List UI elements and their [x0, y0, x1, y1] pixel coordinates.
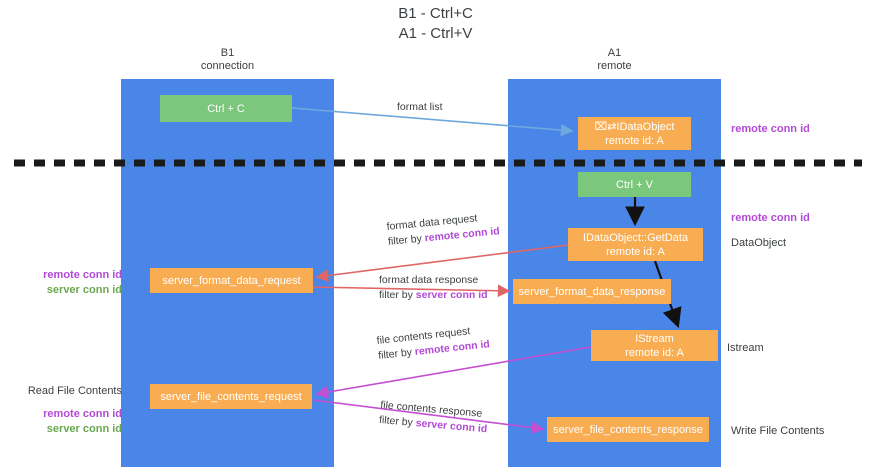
- title-line-2: A1 - Ctrl+V: [398, 25, 473, 42]
- filter-prefix: filter by: [379, 289, 416, 301]
- node-server-format-data-request[interactable]: server_format_data_request: [150, 268, 313, 293]
- filter-key: server conn id: [415, 289, 488, 301]
- lane-b1-sub: connection: [200, 60, 255, 72]
- node-server-file-contents-response[interactable]: server_file_contents_response: [547, 417, 709, 442]
- annotation-right-remote-conn-id-top: remote conn id: [731, 122, 810, 137]
- annotation-read-server-conn-id: server conn id: [46, 423, 122, 435]
- node-istream-label: IStream: [635, 332, 674, 345]
- annotation-right-istream: Istream: [727, 341, 764, 356]
- node-server-format-data-response[interactable]: server_format_data_response: [513, 279, 671, 304]
- node-getdata-label: IDataObject::GetData: [582, 231, 689, 244]
- edge-label-file-contents-response: file contents response filter by server …: [378, 398, 489, 437]
- annotation-left-conn-ids: remote conn id server conn id: [22, 268, 122, 298]
- node-server-file-contents-request-label: server_file_contents_request: [160, 390, 302, 403]
- page-title: B1 - Ctrl+C A1 - Ctrl+V: [0, 4, 871, 44]
- annotation-right-istream-text: Istream: [727, 342, 764, 354]
- node-ctrl-v-label: Ctrl + V: [616, 178, 653, 191]
- annotation-left-remote-conn-id: remote conn id: [43, 269, 122, 281]
- edge-label-format-data-response-text: format data response: [379, 274, 479, 286]
- annotation-right-remote-conn-id-top-text: remote conn id: [731, 123, 810, 135]
- edge-label-format-data-response: format data response filter by server co…: [379, 273, 488, 303]
- node-istream-sub: remote id: A: [625, 346, 684, 359]
- annotation-right-remote-conn-id-mid-text: remote conn id: [731, 212, 810, 224]
- annotation-right-dataobject: DataObject: [731, 236, 786, 251]
- node-ctrl-v[interactable]: Ctrl + V: [578, 172, 691, 197]
- edge-label-file-contents-request: file contents request filter by remote c…: [376, 322, 491, 364]
- lane-a1-sub: remote: [597, 60, 632, 72]
- annotation-right-write-file-contents-text: Write File Contents: [731, 425, 825, 437]
- title-line-1: B1 - Ctrl+C: [398, 5, 473, 22]
- edge-label-format-list: format list: [397, 100, 443, 115]
- node-server-file-contents-response-label: server_file_contents_response: [553, 423, 703, 436]
- lane-header-a1: A1 remote: [508, 47, 721, 73]
- node-istream[interactable]: IStream remote id: A: [591, 330, 718, 361]
- annotation-read-remote-conn-id: remote conn id: [43, 408, 122, 420]
- lane-header-b1: B1 connection: [121, 47, 334, 73]
- annotation-right-dataobject-text: DataObject: [731, 237, 787, 249]
- edge-label-format-list-text: format list: [397, 101, 443, 113]
- annotation-right-remote-conn-id-mid: remote conn id: [731, 211, 810, 226]
- annotation-right-write-file-contents: Write File Contents: [731, 424, 824, 439]
- filter-prefix: filter by: [377, 346, 416, 362]
- node-ctrl-c-label: Ctrl + C: [207, 102, 245, 115]
- node-getdata-sub: remote id: A: [606, 245, 665, 258]
- annotation-left-read-file-contents: Read File Contents remote conn id server…: [10, 384, 122, 437]
- lane-a1-name: A1: [607, 47, 622, 59]
- node-ctrl-c[interactable]: Ctrl + C: [160, 95, 292, 122]
- lane-b1-name: B1: [220, 47, 235, 59]
- node-idataobject[interactable]: ⌧⇄IDataObject remote id: A: [578, 117, 691, 150]
- node-server-format-data-request-label: server_format_data_request: [162, 274, 301, 287]
- node-idataobject-sub: remote id: A: [605, 134, 664, 147]
- node-idataobject-getdata[interactable]: IDataObject::GetData remote id: A: [568, 228, 703, 261]
- annotation-left-server-conn-id: server conn id: [46, 284, 122, 296]
- edge-label-format-data-response-filter: filter by server conn id: [379, 288, 488, 303]
- node-idataobject-label: ⌧⇄IDataObject: [594, 120, 675, 133]
- node-server-file-contents-request[interactable]: server_file_contents_request: [150, 384, 312, 409]
- node-server-format-data-response-label: server_format_data_response: [518, 285, 666, 298]
- filter-prefix: filter by: [378, 413, 417, 430]
- edge-label-format-data-request: format data request filter by remote con…: [386, 209, 500, 250]
- annotation-read-file-contents-title: Read File Contents: [27, 385, 122, 397]
- filter-prefix: filter by: [387, 232, 426, 248]
